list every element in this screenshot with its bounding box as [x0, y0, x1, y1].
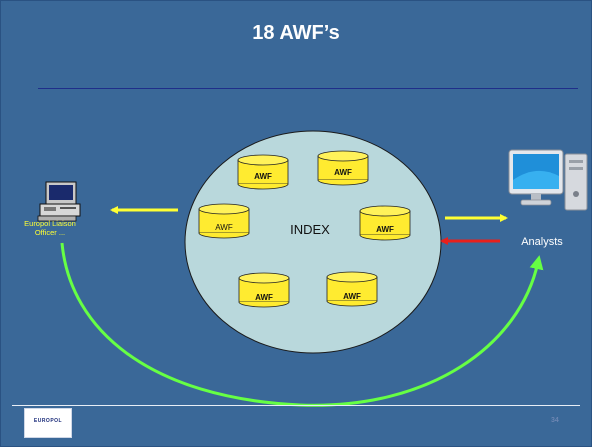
- slide-title: 18 AWF’s: [252, 22, 340, 44]
- computer-terminal-icon: [37, 181, 81, 222]
- database-label: AWF: [255, 293, 273, 302]
- footer-divider: [12, 405, 580, 406]
- database-label: AWF: [376, 225, 394, 234]
- database-icon: AWF: [359, 205, 411, 241]
- database-icon: AWF: [198, 203, 250, 239]
- database-icon: AWF: [238, 272, 290, 308]
- desktop-computer-icon: [508, 149, 588, 211]
- database-label: AWF: [343, 292, 361, 301]
- analysts-label: Analysts: [521, 236, 563, 248]
- index-label: INDEX: [290, 222, 330, 237]
- database-icon: AWF: [237, 154, 289, 190]
- europol-logo: EUROPOL: [24, 408, 72, 438]
- title-divider: [38, 88, 578, 89]
- database-icon: AWF: [317, 150, 369, 186]
- liaison-officer-label-line1: Europol Liaison: [24, 219, 76, 228]
- liaison-officer-label-line2: Officer ...: [35, 228, 65, 237]
- logo-text: EUROPOL: [33, 418, 63, 424]
- database-label: AWF: [334, 168, 352, 177]
- database-icon: AWF: [326, 271, 378, 307]
- page-number: 34: [551, 417, 559, 424]
- database-label: AWF: [254, 172, 272, 181]
- database-label: AWF: [215, 223, 233, 232]
- index-circle: [184, 130, 442, 354]
